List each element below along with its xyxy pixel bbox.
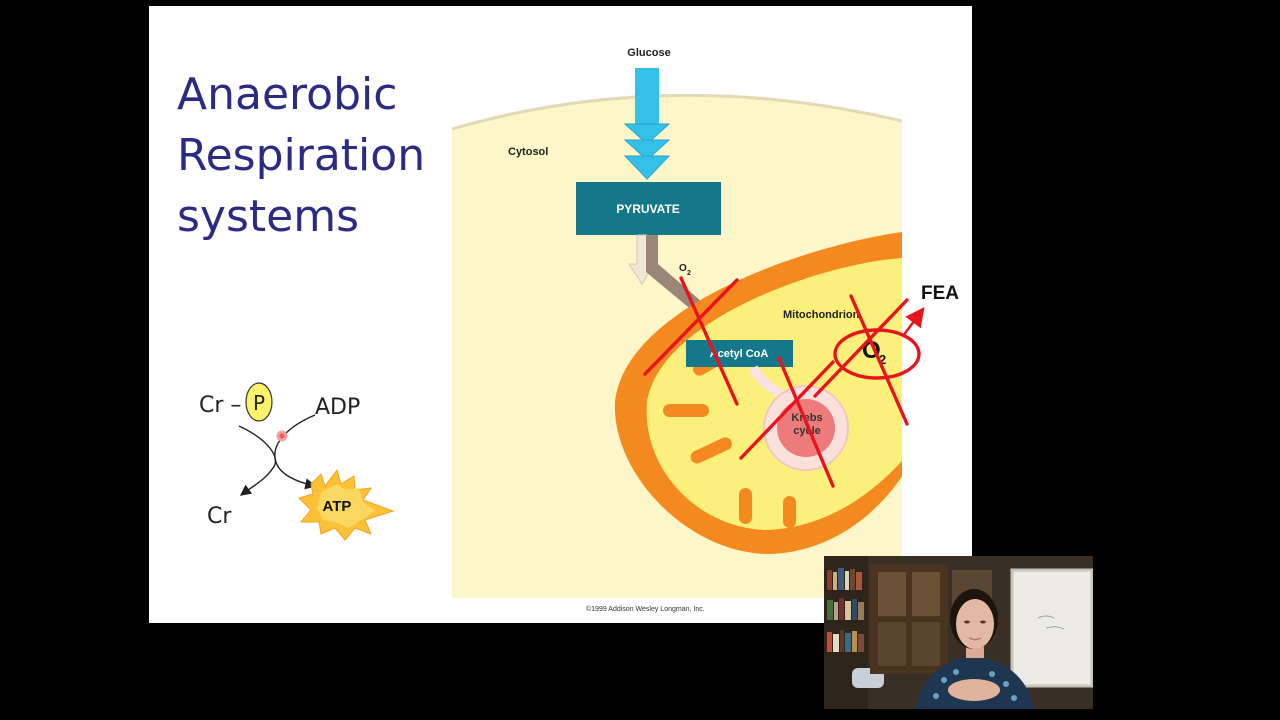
webcam-scene (824, 556, 1093, 709)
cell-respiration-diagram: Cytosol Glucose PYRUVATE O 2 (451, 47, 903, 613)
presenter-hands (948, 679, 1000, 701)
cross-o2-stroke-1 (679, 276, 739, 406)
copyright-text: ©1999 Addison Wesley Longman, Inc. (586, 605, 705, 613)
slide: Anaerobic Respiration systems Cr – P ADP… (149, 6, 972, 623)
slide-title: Anaerobic Respiration systems (177, 69, 426, 242)
presenter-face (956, 599, 994, 649)
cross-mito-o2-stroke-2 (813, 298, 909, 398)
cross-krebs-stroke-1 (777, 356, 835, 488)
presenter-webcam (824, 556, 1093, 709)
creatine-arrow (238, 425, 277, 496)
krebs-label-line2: cycle (793, 425, 821, 437)
fea-label: FEA (921, 283, 959, 304)
atp-label: ATP (323, 498, 352, 515)
adp-label: ADP (315, 395, 360, 420)
pyruvate-label: PYRUVATE (616, 202, 680, 216)
phosphate-label: P (253, 391, 265, 415)
red-annotations (643, 276, 925, 488)
pyruvate-box (576, 182, 721, 235)
cr-label: Cr (207, 504, 232, 529)
books (827, 568, 864, 652)
whiteboard (1010, 568, 1093, 688)
cross-mito-o2-stroke-1 (849, 294, 909, 426)
cross-krebs-stroke-2 (739, 360, 835, 460)
atp-starburst-core (317, 484, 375, 528)
cr-phosphate-label: Cr – (199, 393, 241, 418)
o2-big-subscript: 2 (879, 352, 886, 367)
pointer-dot (276, 430, 288, 442)
mitochondrion-label: Mitochondrion (783, 309, 860, 321)
o2-circle-annotation (833, 328, 921, 380)
cytosol-label: Cytosol (508, 146, 548, 158)
cell-membrane (451, 93, 903, 131)
krebs-label-line1: Krebs (791, 412, 822, 424)
fea-arrow (901, 307, 925, 338)
acetyl-coa-box (686, 340, 793, 367)
glucose-arrow (623, 68, 671, 180)
krebs-cycle-core (777, 399, 835, 457)
slide-diagrams: Cr – P ADP Cr ATP Cytosol Glucose (199, 47, 959, 613)
phosphate-circle (245, 382, 273, 422)
cross-o2-stroke-2 (643, 278, 739, 376)
creatine-phosphate-diagram: Cr – P ADP Cr ATP (199, 382, 395, 541)
acetyl-coa-label: Acetyl CoA (710, 348, 769, 360)
o2-small-subscript: 2 (687, 270, 691, 277)
glucose-label: Glucose (627, 47, 670, 59)
o2-small-label: O (679, 263, 687, 274)
adp-to-atp-arrow (274, 414, 317, 490)
shirt-pattern (933, 669, 1017, 701)
